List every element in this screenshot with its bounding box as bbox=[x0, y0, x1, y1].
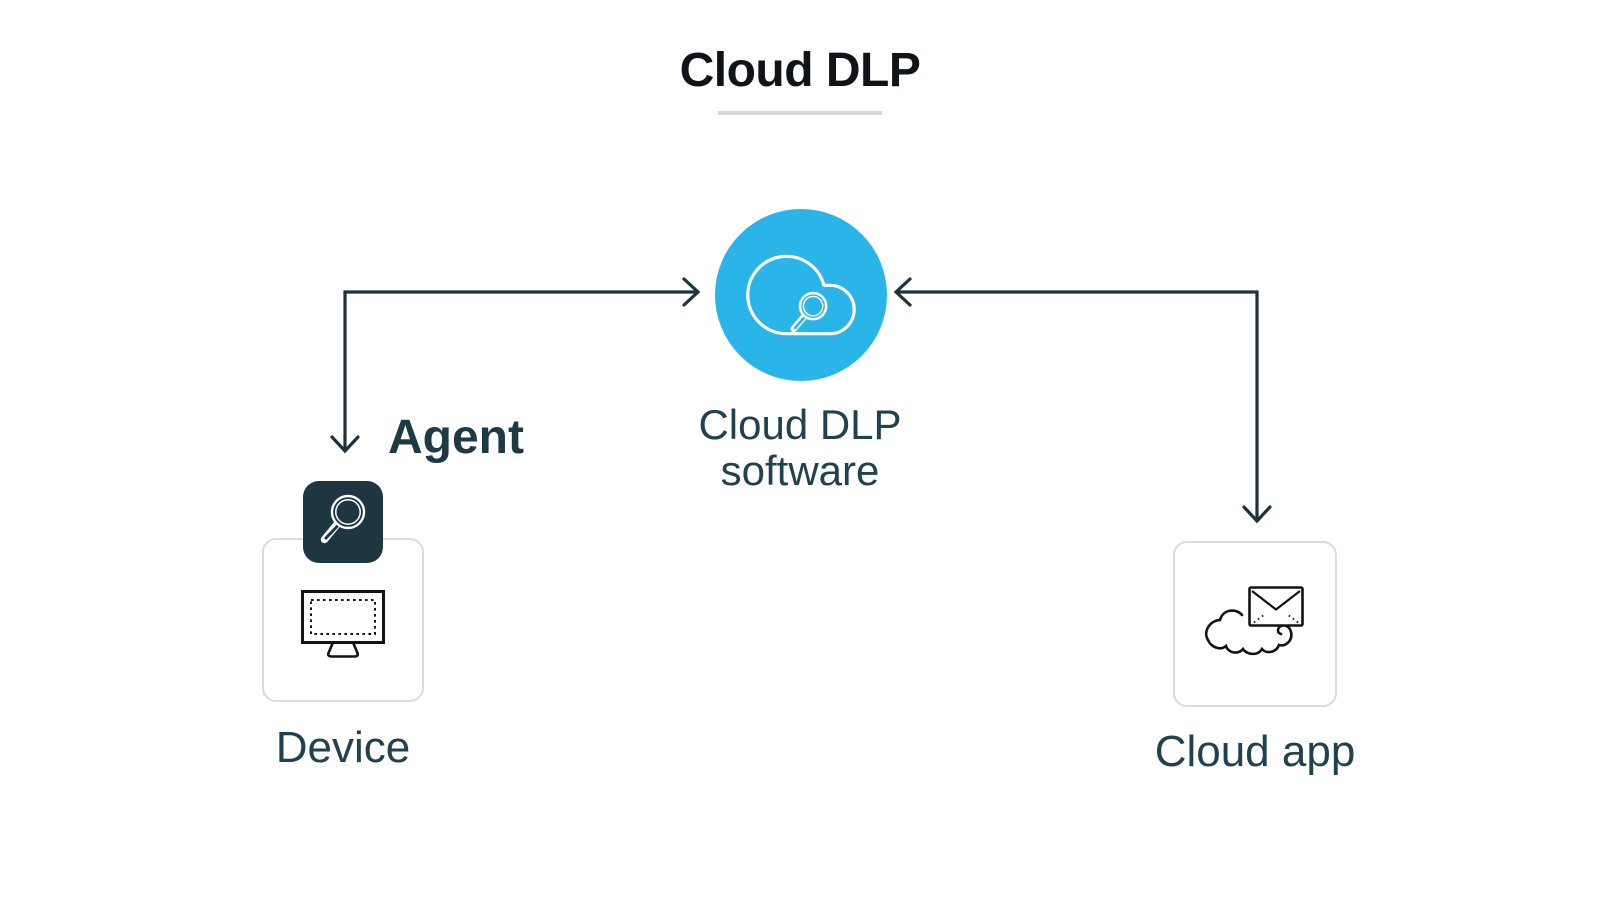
hub-label-line1: Cloud DLP bbox=[698, 401, 902, 448]
page-title: Cloud DLP bbox=[679, 44, 921, 97]
arrow-left-icon bbox=[893, 277, 912, 307]
arrow-down-icon bbox=[1242, 505, 1272, 524]
cloud-email-icon bbox=[1204, 586, 1304, 656]
envelope-body bbox=[1248, 586, 1304, 627]
monitor-stand bbox=[326, 641, 360, 658]
cloud-app-label: Cloud app bbox=[1154, 727, 1356, 776]
agent-label: Agent bbox=[388, 411, 524, 464]
envelope-flap bbox=[1251, 590, 1301, 611]
magnifier-handle-inner bbox=[324, 525, 339, 540]
cloud-dlp-software-node bbox=[715, 209, 887, 381]
magnifier-ring-inner bbox=[802, 295, 824, 317]
device-label: Device bbox=[275, 723, 411, 772]
magnifier-handle-inner bbox=[793, 315, 807, 330]
hub-label-line2: software bbox=[720, 447, 880, 494]
monitor-screen-dotted bbox=[310, 599, 376, 635]
magnifying-glass-icon bbox=[320, 494, 366, 544]
magnifier-ring-inner bbox=[335, 499, 361, 525]
magnifier-ring-outer bbox=[330, 494, 366, 530]
envelope-fold-right-dotted bbox=[1286, 613, 1299, 624]
arrow-right-icon bbox=[682, 277, 701, 307]
cloud-outline bbox=[746, 254, 856, 336]
title-underline-divider bbox=[718, 111, 882, 115]
cloud-search-icon bbox=[746, 254, 856, 336]
computer-monitor-icon bbox=[301, 590, 385, 658]
agent-badge bbox=[303, 481, 383, 563]
envelope-fold-left-dotted bbox=[1253, 613, 1266, 624]
arrow-down-icon bbox=[330, 435, 360, 454]
cloud-dlp-software-label: Cloud DLP software bbox=[600, 402, 1000, 494]
